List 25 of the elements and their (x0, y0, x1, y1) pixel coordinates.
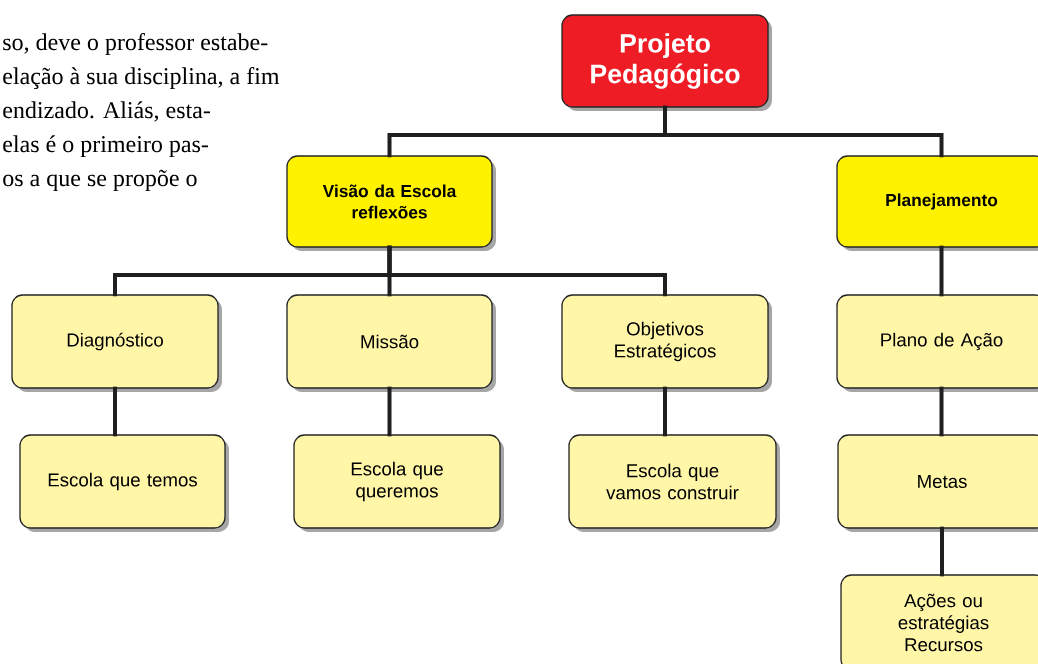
item-box: Diagnóstico (11, 294, 222, 392)
item-box: Escola que queremos (293, 434, 504, 532)
connector-line (939, 245, 944, 297)
item-box: Objetivos Estratégicos (561, 294, 772, 392)
item-box: Escola que temos (19, 434, 229, 532)
body-text-line: elas é o primeiro pas- (3, 135, 208, 158)
item-box: Escola que vamos construir (568, 434, 780, 532)
connector-line (940, 526, 944, 577)
body-text-line: endizado. Aliás, esta- (3, 101, 210, 122)
item-box: Missão (286, 294, 496, 392)
heading-box: Visão da Escola reflexões (286, 155, 496, 251)
connector-line (387, 245, 667, 297)
item-box: Plano de Ação (836, 294, 1038, 392)
connector-line (663, 386, 667, 437)
item-box: Ações ou estratégias Recursos (840, 574, 1038, 664)
connector-line (113, 386, 117, 437)
connector-line (939, 386, 944, 437)
item-box: Metas (837, 434, 1038, 532)
body-text-line: so, deve o professor estabe- (3, 33, 268, 56)
title-box: Projeto Pedagógico (561, 14, 772, 111)
connector-line (663, 105, 944, 158)
connector-line (387, 386, 392, 437)
body-text-line: elação à sua disciplina, a fim (3, 67, 280, 90)
heading-box: Planejamento (836, 155, 1038, 251)
body-text-line: os a que se propõe o (3, 169, 197, 192)
